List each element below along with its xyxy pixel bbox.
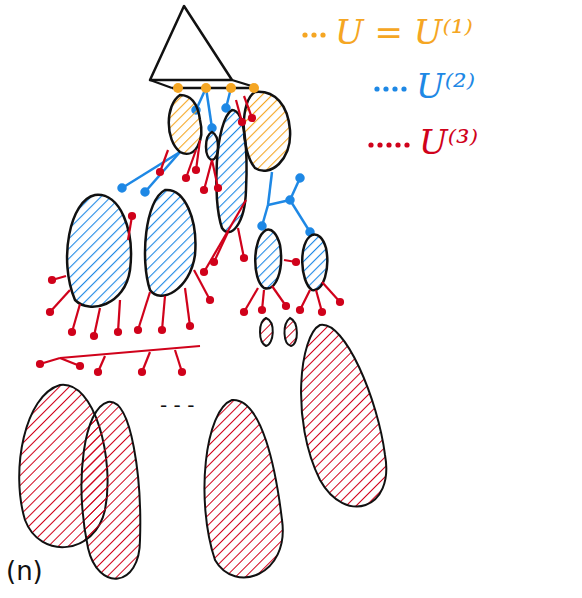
svg-text:- - -: - - - (160, 393, 194, 417)
legend-swatch (300, 27, 329, 39)
legend-text: U⁽³⁾ (419, 124, 478, 161)
legend-swatch (372, 81, 410, 93)
legend-row: U⁽²⁾ (372, 68, 475, 105)
legend-swatch (366, 137, 413, 149)
legend-text: U⁽²⁾ (416, 68, 475, 105)
legend-row: U⁽³⁾ (366, 124, 478, 161)
legend-text: U = U⁽¹⁾ (335, 14, 473, 51)
figure-label: (n) (6, 556, 43, 586)
legend-row: U = U⁽¹⁾ (300, 14, 473, 51)
